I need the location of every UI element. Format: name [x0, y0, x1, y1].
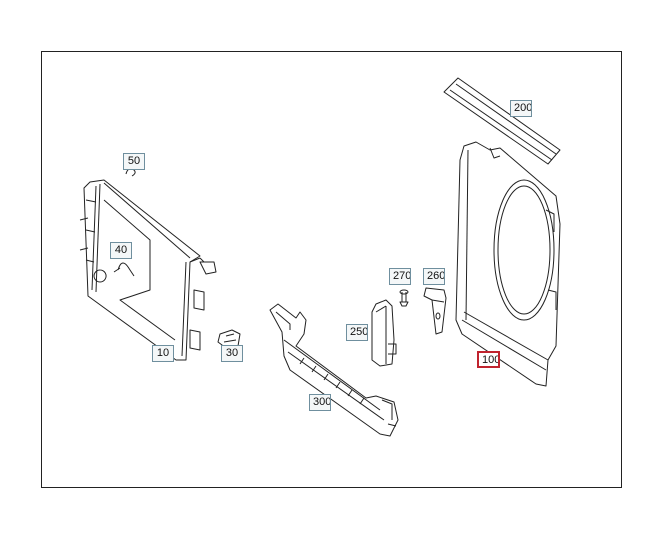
clip-part-50 [125, 168, 136, 177]
callout-250[interactable]: 250 [346, 324, 368, 341]
lower-duct-part-300 [269, 303, 399, 437]
diagram-frame [41, 51, 622, 488]
callout-260[interactable]: 260 [423, 268, 445, 285]
callout-10[interactable]: 10 [152, 345, 174, 362]
mount-bracket-part-260 [423, 287, 447, 335]
callout-50[interactable]: 50 [123, 153, 145, 170]
bolt-part-270 [399, 289, 409, 307]
callout-270[interactable]: 270 [389, 268, 411, 285]
callout-300[interactable]: 300 [309, 394, 331, 411]
cover-plate-part-200 [443, 77, 561, 165]
air-guide-part-250 [371, 299, 397, 367]
radiator-part [79, 179, 217, 361]
fan-shroud-part-100 [455, 141, 561, 387]
callout-200[interactable]: 200 [510, 100, 532, 117]
clip-part-40 [113, 262, 135, 277]
callout-40[interactable]: 40 [110, 242, 132, 259]
callout-30[interactable]: 30 [221, 345, 243, 362]
callout-100[interactable]: 100 [477, 351, 500, 368]
